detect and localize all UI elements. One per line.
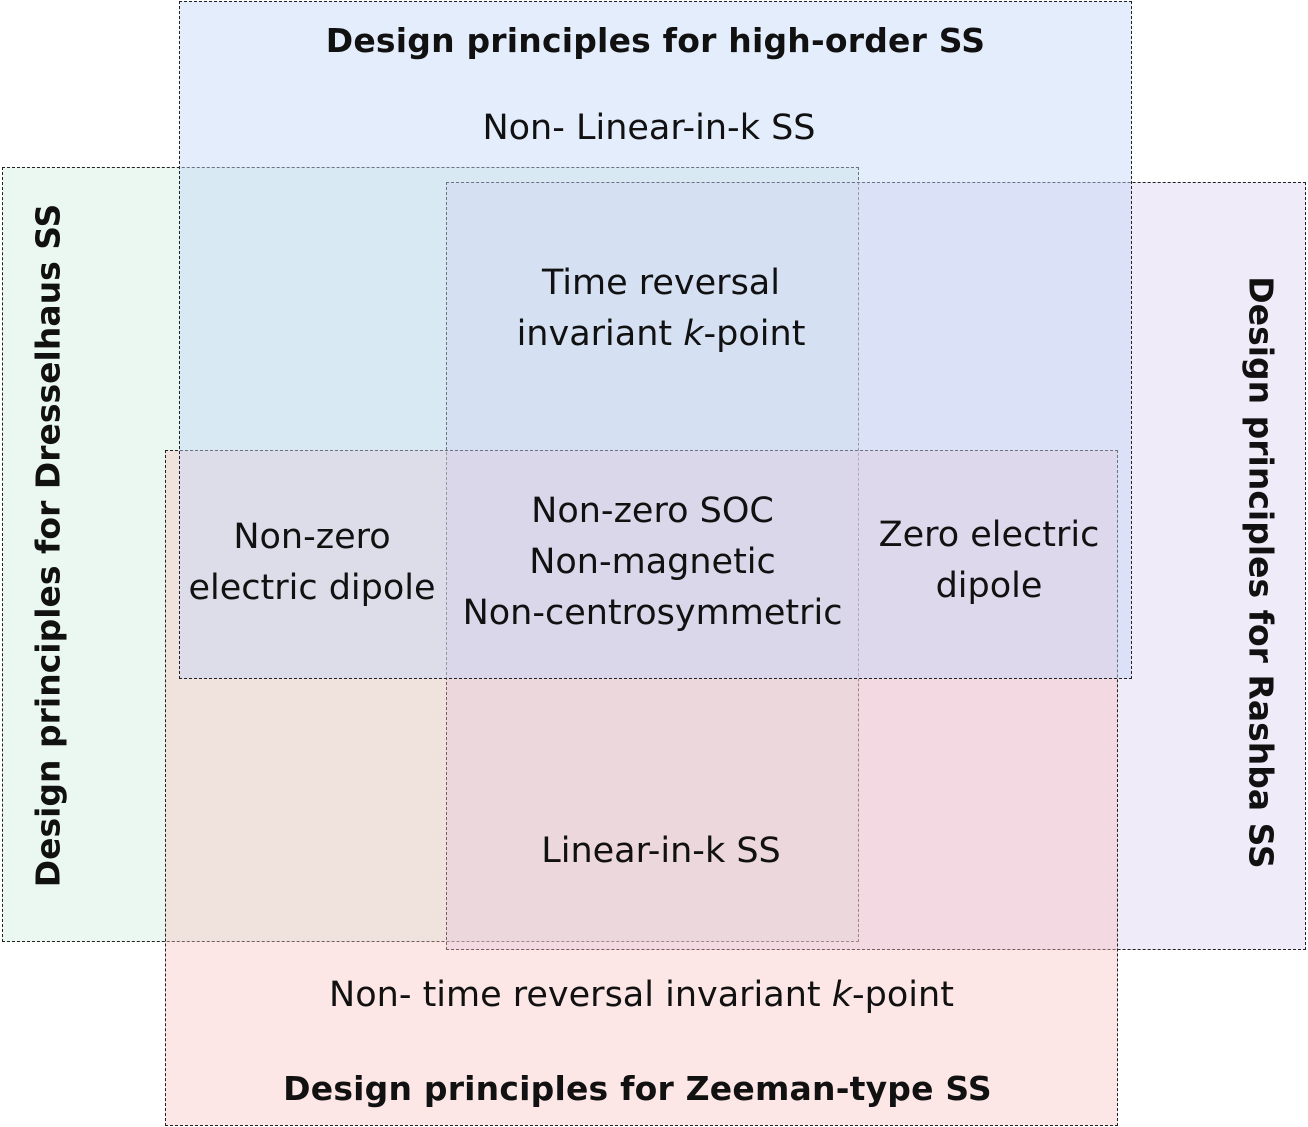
center-cell: Non-zero SOC Non-magnetic Non-centrosymm… — [446, 486, 859, 638]
zero-dipole-line2: dipole — [935, 565, 1043, 606]
trim-line1: Time reversal — [542, 263, 780, 303]
k-symbol: k — [683, 313, 704, 354]
linear-cell: Linear-in-k SS — [446, 826, 876, 877]
trim-line2: invariant k-point — [516, 313, 806, 354]
center-line2: Non-magnetic — [529, 541, 776, 582]
high-order-condition: Non- Linear-in-k SS — [482, 108, 816, 148]
center-line3: Non-centrosymmetric — [462, 592, 843, 633]
nonzero-dipole-line2: electric dipole — [188, 567, 436, 608]
center-line1: Non-zero SOC — [531, 491, 774, 531]
rashba-title: Design principles for Rashba SS — [1241, 275, 1281, 869]
zero-dipole-line1: Zero electric — [878, 515, 1100, 555]
zeeman-condition: Non- time reversal invariant k-point — [165, 970, 1118, 1021]
rashba-region — [446, 182, 1306, 950]
trim-cell: Time reversal invariant k-point — [446, 258, 876, 360]
zeeman-region — [165, 450, 1118, 1126]
zeeman-condition-prefix: Non- time reversal invariant — [329, 975, 832, 1015]
dresselhaus-region — [2, 167, 859, 942]
nonzero-dipole-line1: Non-zero — [233, 517, 391, 557]
zeeman-condition-suffix: -point — [852, 975, 954, 1015]
dresselhaus-title: Design principles for Dresselhaus SS — [28, 203, 68, 887]
nonzero-dipole-cell: Non-zero electric dipole — [179, 512, 445, 614]
linear-line1: Linear-in-k SS — [541, 831, 781, 871]
zero-dipole-cell: Zero electric dipole — [859, 510, 1119, 612]
high-order-region — [179, 1, 1132, 679]
zeeman-title: Design principles for Zeeman-type SS — [283, 1069, 992, 1108]
high-order-title: Design principles for high-order SS — [325, 21, 986, 60]
k-symbol: k — [831, 975, 853, 1015]
